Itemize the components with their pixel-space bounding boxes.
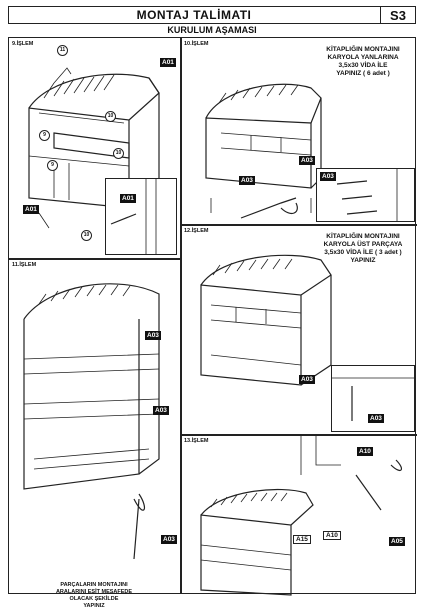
part-tag-a01: A01: [23, 205, 39, 214]
step-label: 11.İŞLEM: [12, 262, 37, 268]
part-tag-a03: A03: [153, 406, 169, 415]
screwdriver-icon: [240, 197, 298, 219]
grid-divider-right-1: [180, 224, 417, 226]
part-number-11: 11: [57, 45, 68, 56]
part-tag-a01: A01: [120, 194, 136, 203]
part-tag-a10: A10: [323, 531, 341, 540]
part-tag-a03: A03: [299, 156, 315, 165]
step-label: 10.İŞLEM: [184, 41, 209, 47]
panel-step-11: 11.İŞLEM A03 A03 A03 PARÇALARIN MONTAJIN…: [9, 259, 180, 609]
header-bar: MONTAJ TALİMATI S3: [8, 6, 416, 24]
detail-box: A03: [331, 365, 415, 432]
part-tag-a03: A03: [320, 172, 336, 181]
panel-step-13: 13.İŞLEM A10 A10 A15 A05: [181, 435, 417, 596]
bed-frame-drawing: [23, 283, 160, 560]
bookcase-drawing: [205, 83, 322, 213]
instruction-note: PARÇALARIN MONTAJINI ARALARINI EŞİT MESA…: [55, 582, 133, 609]
part-tag-a05: A05: [389, 537, 405, 546]
part-number-9: 9: [47, 160, 58, 171]
step-label: 13.İŞLEM: [184, 438, 209, 444]
part-tag-a10: A10: [357, 447, 373, 456]
grid-divider-left: [9, 258, 180, 260]
grid-divider-vertical: [180, 38, 182, 593]
instruction-note: KİTAPLIĞIN MONTAJINI KARYOLA ÜST PARÇAYA…: [323, 233, 403, 264]
page-code: S3: [380, 7, 415, 23]
part-number-10: 10: [105, 111, 116, 122]
page-title: MONTAJ TALİMATI: [136, 8, 252, 22]
detail-box: A03: [316, 168, 415, 222]
part-tag-a03: A03: [299, 375, 315, 384]
section-title: KURULUM AŞAMASI: [167, 25, 257, 35]
panel-step-12: 12.İŞLEM KİTAPLIĞIN MONTAJINI KARYOLA ÜS…: [181, 225, 417, 434]
step-label: 9.İŞLEM: [12, 41, 34, 47]
part-tag-a03: A03: [239, 176, 255, 185]
instruction-note: KİTAPLIĞIN MONTAJINI KARYOLA YANLARINA 3…: [326, 46, 400, 77]
steps-grid: 9.İŞLEM 11 10 9 9 10 10 A01 A01: [8, 37, 417, 609]
part-number-10: 10: [81, 230, 92, 241]
panel-step-9: 9.İŞLEM 11 10 9 9 10 10 A01 A01: [9, 38, 180, 258]
step-label: 12.İŞLEM: [184, 228, 209, 234]
part-number-9: 9: [39, 130, 50, 141]
part-tag-a03: A03: [161, 535, 177, 544]
part-tag-a03: A03: [145, 331, 161, 340]
panel-step-10: 10.İŞLEM KİTAPLIĞIN MONTAJINI KARYOLA YA…: [181, 38, 417, 224]
part-number-10: 10: [113, 148, 124, 159]
part-tag-a15: A15: [293, 535, 311, 544]
part-tag-a03: A03: [368, 414, 384, 423]
bed-frame-drawing: [200, 435, 403, 596]
part-tag-a01: A01: [160, 58, 176, 67]
detail-box: A01: [105, 178, 177, 255]
grid-divider-right-2: [180, 434, 417, 436]
